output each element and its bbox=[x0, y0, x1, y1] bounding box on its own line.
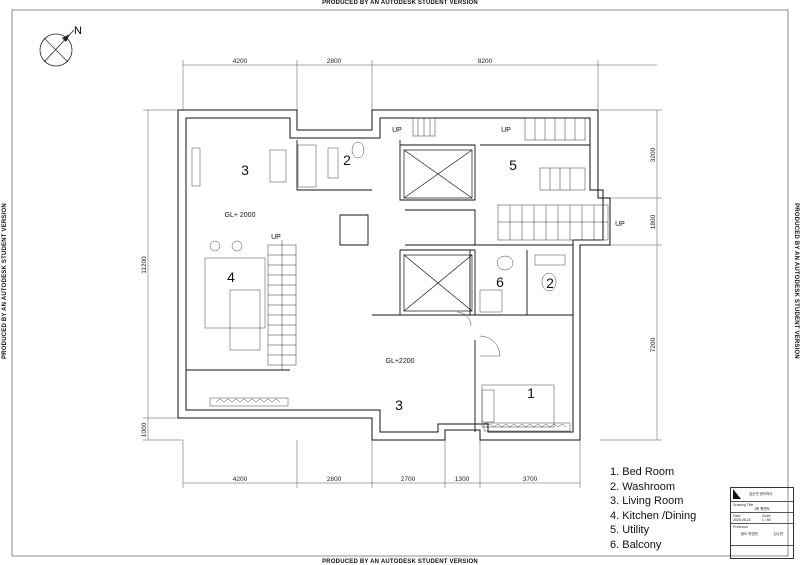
drawing-frame bbox=[11, 9, 789, 557]
north-label: N bbox=[74, 25, 82, 37]
stair-up-label-1: UP bbox=[271, 234, 281, 241]
level-label-lower: GL+2200 bbox=[386, 358, 415, 365]
stair-up-label-4: UP bbox=[615, 221, 625, 228]
dim-top-1: 4200 bbox=[233, 58, 248, 65]
drawing-title-row: Drawing Title 1층 평면도 bbox=[731, 502, 793, 513]
watermark-bottom: PRODUCED BY AN AUTODESK STUDENT VERSION bbox=[322, 559, 478, 565]
professor-label: Professor bbox=[733, 525, 748, 529]
date-value: 2020.05.15 bbox=[733, 518, 751, 522]
legend-item: 3. Living Room bbox=[610, 495, 684, 508]
professor-row: Professor 윤도 박영민 김수빈 bbox=[731, 524, 793, 546]
drawing-title: 1층 평면도 bbox=[754, 507, 770, 511]
room-label-utility: 5 bbox=[509, 157, 517, 173]
legend-item: 6. Balcony bbox=[610, 538, 662, 551]
room-label-bedroom: 1 bbox=[527, 385, 535, 401]
stair-up-label-3: UP bbox=[501, 127, 511, 134]
furniture bbox=[191, 141, 571, 432]
void-cross-boxes bbox=[403, 149, 473, 312]
room-label-kitchen: 4 bbox=[227, 269, 235, 285]
room-legend: 1. Bed Room 2. Washroom 3. Living Room 4… bbox=[610, 465, 696, 553]
scale-label: Scale bbox=[762, 514, 771, 518]
dim-right-1: 3200 bbox=[650, 147, 657, 162]
date-label: Date bbox=[733, 514, 741, 518]
dim-right-3: 7200 bbox=[650, 337, 657, 352]
north-arrow-icon: N bbox=[39, 25, 82, 67]
legend-item: 4. Kitchen /Dining bbox=[610, 509, 697, 522]
interior-walls bbox=[186, 140, 590, 432]
dim-right-2: 1800 bbox=[650, 214, 657, 229]
title-block-logo: 김순연 센터리더 bbox=[731, 488, 793, 502]
room-label-wash-upper: 2 bbox=[343, 152, 351, 168]
legend-item: 2. Washroom bbox=[610, 480, 676, 493]
level-label-upper: GL+ 2000 bbox=[225, 212, 256, 219]
room-label-wash-lower: 2 bbox=[546, 275, 554, 291]
dim-bottom-3: 2700 bbox=[401, 476, 416, 483]
dim-left-2: 1000 bbox=[141, 422, 148, 437]
legend-item: 1. Bed Room bbox=[610, 466, 675, 478]
stair-up-label-2: UP bbox=[392, 127, 402, 134]
scale-value: 1 / 50 bbox=[762, 518, 771, 522]
title-block: 김순연 센터리더 Drawing Title 1층 평면도 Date 2020.… bbox=[730, 487, 794, 559]
watermark-top: PRODUCED BY AN AUTODESK STUDENT VERSION bbox=[322, 0, 478, 6]
drawing-title-label: Drawing Title bbox=[733, 503, 754, 507]
dim-bottom-5: 3700 bbox=[523, 476, 538, 483]
room-label-living-lower: 3 bbox=[395, 397, 403, 413]
dim-bottom-4: 1300 bbox=[455, 476, 470, 483]
logo-icon bbox=[733, 489, 741, 499]
stairs bbox=[267, 117, 609, 370]
legend-item: 5. Utility bbox=[610, 524, 650, 537]
date-scale-row: Date 2020.05.15 Scale 1 / 50 bbox=[731, 513, 793, 524]
dimension-lines bbox=[143, 60, 662, 488]
student-name: 김수빈 bbox=[773, 532, 784, 536]
professor-name: 윤도 박영민 bbox=[740, 532, 758, 536]
room-label-balcony: 6 bbox=[496, 274, 504, 290]
dim-top-2: 2800 bbox=[327, 58, 342, 65]
dim-left-1: 11200 bbox=[141, 256, 148, 274]
dim-bottom-2: 2800 bbox=[327, 476, 342, 483]
company-name: 김순연 센터리더 bbox=[749, 492, 773, 496]
room-label-living-upper: 3 bbox=[241, 162, 249, 178]
dim-bottom-1: 4200 bbox=[233, 476, 248, 483]
dim-top-3: 8200 bbox=[478, 58, 493, 65]
